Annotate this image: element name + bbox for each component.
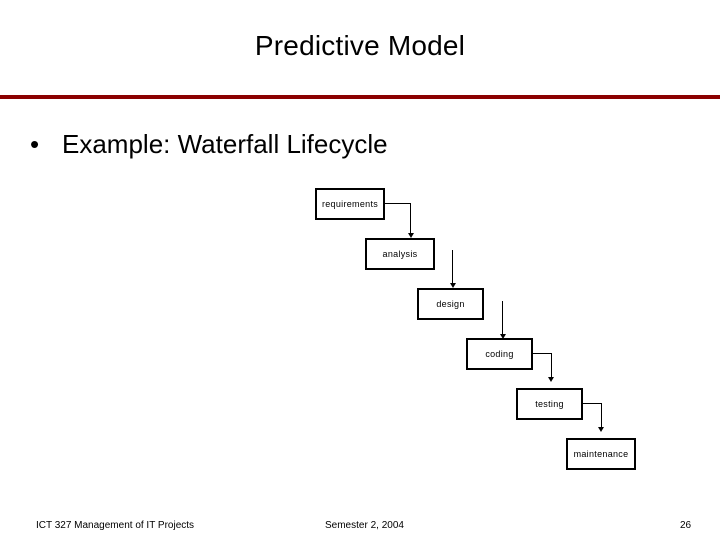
node-label-testing: testing [535, 398, 564, 409]
edge-coding-testing-arrowhead [548, 377, 554, 382]
diagram-node-testing[interactable]: testing [516, 388, 583, 420]
diagram-node-coding[interactable]: coding [466, 338, 533, 370]
bullet-item-label: Example: Waterfall Lifecycle [62, 129, 388, 159]
edge-testing-maintenance-arrowhead [598, 427, 604, 432]
diagram-node-requirements[interactable]: requirements [315, 188, 385, 220]
node-label-coding: coding [485, 348, 514, 359]
node-label-requirements: requirements [321, 198, 379, 209]
diagram-node-design[interactable]: design [417, 288, 484, 320]
edge-testing-maintenance-h [583, 403, 601, 404]
title-divider-rule [0, 95, 720, 99]
footer-semester-text: Semester 2, 2004 [325, 520, 404, 531]
edge-testing-maintenance-v [601, 403, 602, 428]
node-label-maintenance: maintenance [573, 448, 629, 459]
node-label-analysis: analysis [382, 248, 418, 259]
edge-requirements-analysis-v [410, 203, 411, 236]
footer-page-number: 26 [680, 520, 692, 531]
diagram-node-maintenance[interactable]: maintenance [566, 438, 636, 470]
bullet-item: • Example: Waterfall Lifecycle [30, 126, 690, 162]
diagram-node-analysis[interactable]: analysis [365, 238, 435, 270]
node-label-design: design [436, 298, 465, 309]
footer-course-text: ICT 327 Management of IT Projects [36, 520, 195, 531]
page-title: Predictive Model [254, 30, 466, 61]
edge-design-coding-v [502, 301, 503, 337]
edge-coding-testing-h [533, 353, 551, 354]
edge-requirements-analysis-h [385, 203, 411, 204]
bullet-marker-icon: • [30, 129, 40, 159]
edge-analysis-design-v [452, 250, 453, 286]
edge-coding-testing-v [551, 353, 552, 378]
